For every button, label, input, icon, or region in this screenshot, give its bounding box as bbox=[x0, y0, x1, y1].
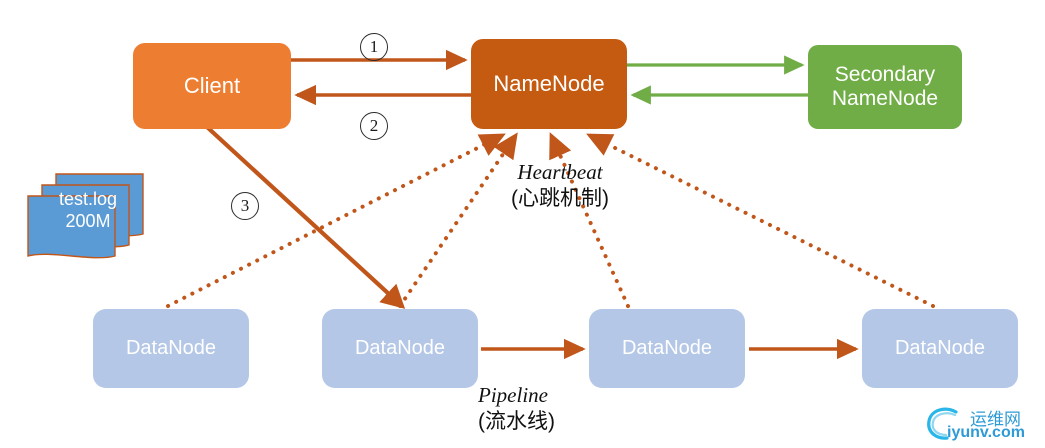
node-client[interactable]: Client bbox=[133, 43, 291, 129]
secondary-line-2: NameNode bbox=[831, 87, 939, 110]
step-marker-3: 3 bbox=[231, 192, 259, 220]
node-datanode-4[interactable]: DataNode bbox=[862, 309, 1018, 388]
node-namenode-label: NameNode bbox=[493, 70, 605, 96]
annotation-pipeline: Pipeline (流水线) bbox=[478, 383, 628, 434]
node-secondary-namenode-label: Secondary NameNode bbox=[832, 63, 938, 110]
node-datanode-2[interactable]: DataNode bbox=[322, 309, 478, 388]
watermark: 运维网 iyunv.com bbox=[922, 404, 1040, 446]
node-datanode-1[interactable]: DataNode bbox=[93, 309, 249, 388]
node-secondary-namenode[interactable]: Secondary NameNode bbox=[808, 45, 962, 129]
node-client-label: Client bbox=[183, 72, 241, 98]
node-datanode-3[interactable]: DataNode bbox=[589, 309, 745, 388]
node-namenode[interactable]: NameNode bbox=[471, 39, 627, 129]
annotation-heartbeat: Heartbeat (心跳机制) bbox=[470, 160, 650, 211]
node-datanode-1-label: DataNode bbox=[125, 337, 217, 360]
step-marker-2: 2 bbox=[360, 112, 388, 140]
step-marker-2-label: 2 bbox=[369, 116, 379, 135]
file-stack-icon[interactable]: test.log 200M bbox=[18, 172, 153, 262]
node-datanode-4-label: DataNode bbox=[894, 337, 986, 360]
iyunv-logo-icon bbox=[927, 407, 958, 440]
annotation-pipeline-cn: (流水线) bbox=[478, 409, 555, 433]
secondary-line-1: Secondary bbox=[834, 63, 936, 87]
step-marker-1: 1 bbox=[360, 33, 388, 61]
step-marker-1-label: 1 bbox=[369, 37, 379, 56]
node-datanode-2-label: DataNode bbox=[354, 337, 446, 360]
annotation-heartbeat-cn: (心跳机制) bbox=[511, 186, 609, 210]
watermark-en: iyunv.com bbox=[947, 424, 1025, 441]
node-datanode-3-label: DataNode bbox=[621, 337, 713, 360]
annotation-heartbeat-en: Heartbeat bbox=[517, 160, 603, 184]
annotation-pipeline-en: Pipeline bbox=[478, 383, 548, 407]
step-marker-3-label: 3 bbox=[240, 196, 250, 215]
watermark-cn: 运维网 bbox=[970, 410, 1021, 429]
